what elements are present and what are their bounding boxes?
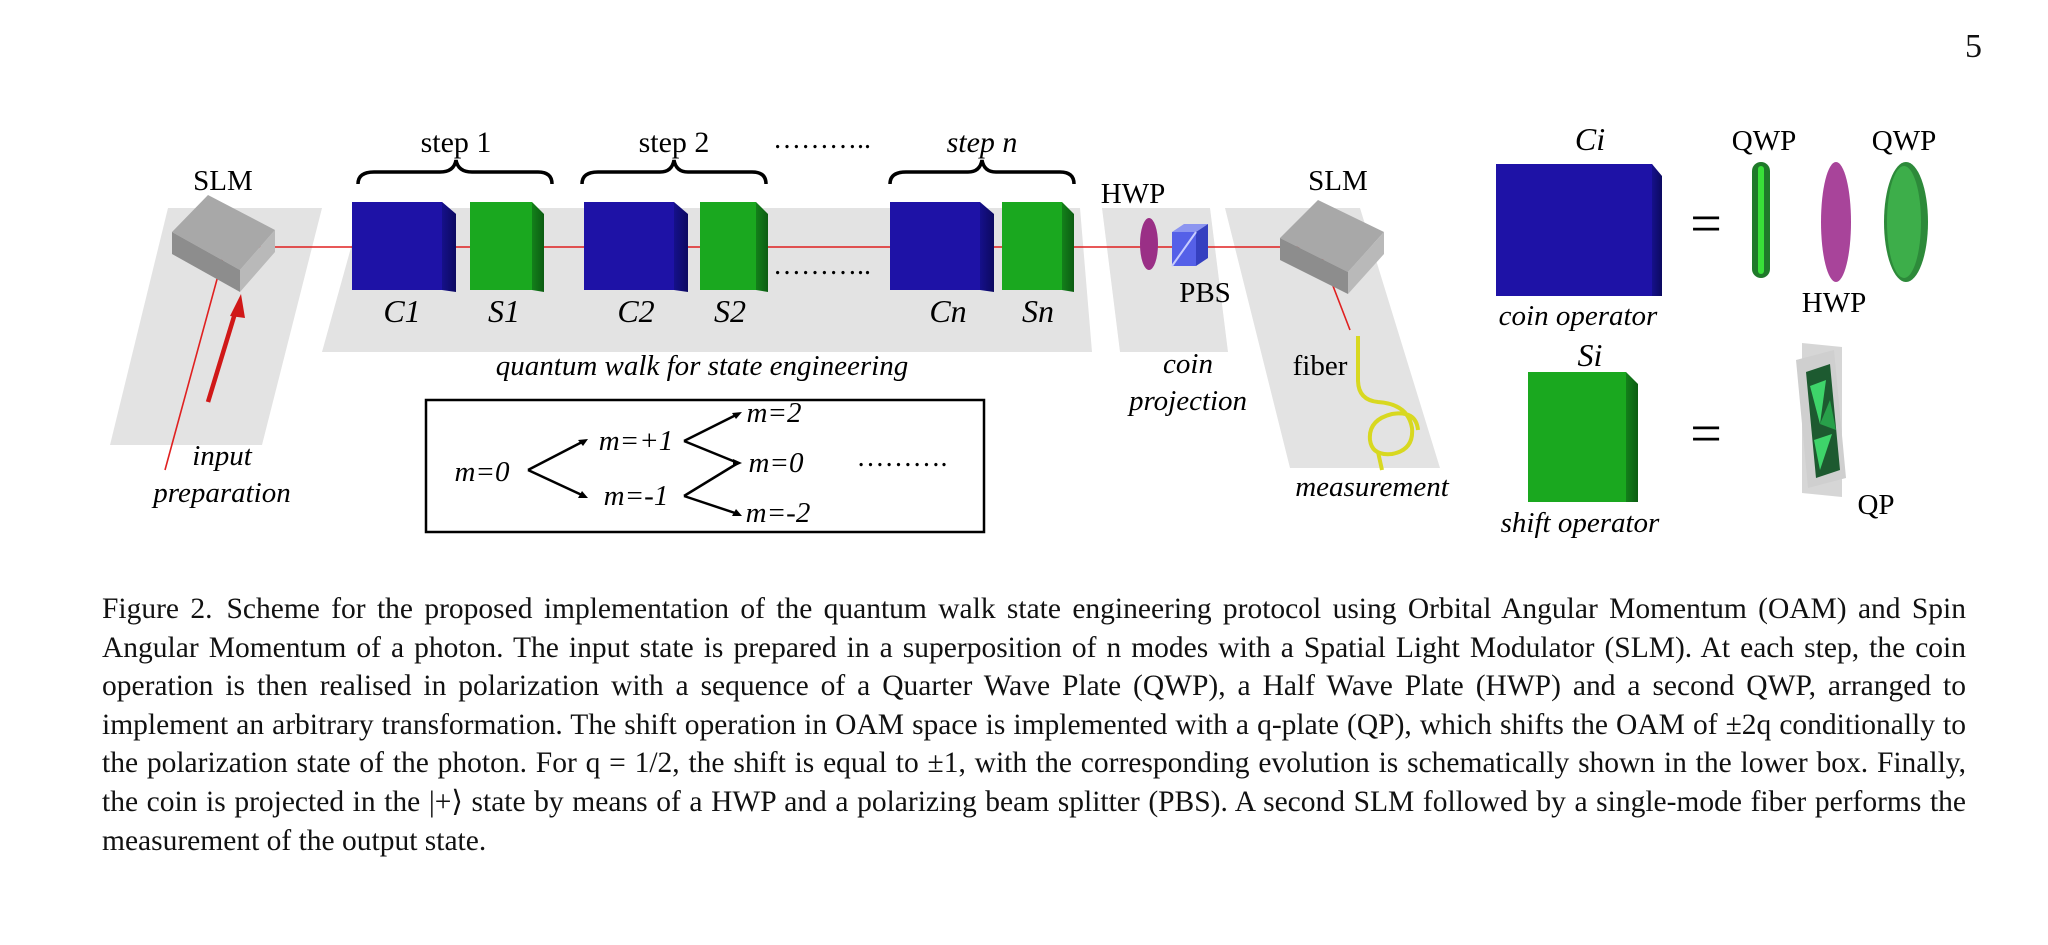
coin-label-n: Cn xyxy=(929,293,966,329)
mid-ellipsis: ……….. xyxy=(773,250,871,281)
walk-label: quantum walk for state engineering xyxy=(496,350,908,382)
qwp-2-icon xyxy=(1884,162,1928,282)
tree-mm2: m=-2 xyxy=(746,497,811,529)
shift-operator-cube xyxy=(1528,372,1638,502)
coin-block-2 xyxy=(584,202,688,292)
legend-hwp-label: HWP xyxy=(1802,287,1866,319)
qp-icon xyxy=(1796,350,1846,488)
tree-mm1: m=-1 xyxy=(604,480,669,512)
fiber-label: fiber xyxy=(1293,350,1348,382)
shift-block-1 xyxy=(470,202,544,292)
shift-operator-label: shift operator xyxy=(1501,507,1660,539)
coin-label-1: C1 xyxy=(383,293,420,329)
slm-left-label: SLM xyxy=(193,165,253,197)
tree-m0b: m=0 xyxy=(748,447,804,479)
slm-right-icon xyxy=(1280,200,1384,294)
input-arrow xyxy=(205,294,245,403)
coin-hwp-icon xyxy=(1140,218,1158,270)
tree-mp1: m=+1 xyxy=(599,425,674,457)
input-platform xyxy=(110,208,322,445)
legend-hwp-icon xyxy=(1821,162,1851,282)
qwp-2-label: QWP xyxy=(1872,125,1936,157)
step-n-label: step n xyxy=(947,126,1018,159)
pbs-icon xyxy=(1171,224,1208,267)
figure-caption: Figure 2.Scheme for the proposed impleme… xyxy=(102,590,1966,860)
page-number: 5 xyxy=(1965,28,1982,65)
preparation-label: preparation xyxy=(151,477,290,509)
si-label: Si xyxy=(1578,337,1603,373)
oam-evolution-box xyxy=(424,398,986,534)
coin-operator-cube xyxy=(1496,164,1662,296)
qwp-1-icon xyxy=(1752,162,1770,278)
slm-left-icon xyxy=(172,195,275,292)
coin-operator-label: coin operator xyxy=(1499,300,1658,332)
tree-m0: m=0 xyxy=(454,456,510,488)
step-2-label: step 2 xyxy=(639,126,710,159)
tree-arrowheads xyxy=(578,412,742,516)
shift-label-2: S2 xyxy=(714,293,746,329)
step-braces xyxy=(356,159,1076,185)
slm-right-label: SLM xyxy=(1308,165,1368,197)
step-ellipsis: ……….. xyxy=(773,124,871,155)
setup-figure: SLM input preparation step 1 step 2 step… xyxy=(110,121,1936,539)
shift-equals: = xyxy=(1690,403,1722,465)
pbs-label: PBS xyxy=(1179,277,1231,309)
measurement-label: measurement xyxy=(1295,471,1449,503)
coin-block-1 xyxy=(352,202,456,292)
tree-mp2: m=2 xyxy=(746,397,801,429)
ci-label: Ci xyxy=(1575,121,1605,157)
step-1-label: step 1 xyxy=(421,126,492,159)
caption-label: Figure 2. xyxy=(102,593,213,625)
qp-label: QP xyxy=(1857,489,1894,521)
shift-label-1: S1 xyxy=(488,293,520,329)
coin-projection-label-2: projection xyxy=(1127,385,1247,417)
coin-label-2: C2 xyxy=(617,293,654,329)
caption-text: Scheme for the proposed implementation o… xyxy=(102,593,1966,857)
shift-block-2 xyxy=(700,202,768,292)
coin-projection-label-1: coin xyxy=(1163,348,1213,380)
tree-arrows xyxy=(527,412,739,516)
tree-ellipsis: ………. xyxy=(857,442,948,473)
qwp-1-label: QWP xyxy=(1732,125,1796,157)
coin-block-n xyxy=(890,202,994,292)
input-label: input xyxy=(192,440,253,472)
coin-hwp-label: HWP xyxy=(1101,178,1165,210)
fiber-icon xyxy=(1356,336,1420,471)
shift-label-n: Sn xyxy=(1022,293,1054,329)
coin-equals: = xyxy=(1690,193,1722,255)
shift-block-n xyxy=(1002,202,1074,292)
